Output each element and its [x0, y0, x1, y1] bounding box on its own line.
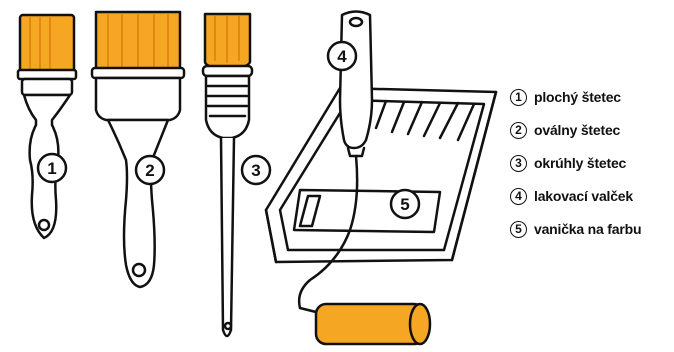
callout-5-number: 5	[400, 195, 409, 214]
callout-3-number: 3	[251, 161, 260, 180]
legend-item: 3 okrúhly štetec	[510, 152, 674, 174]
callout-2: 2	[136, 156, 164, 184]
legend-label: plochý štetec	[534, 89, 621, 105]
legend-number-badge: 2	[510, 122, 527, 139]
legend-item: 4 lakovací valček	[510, 185, 674, 207]
callout-5: 5	[391, 190, 419, 218]
flat-brush	[18, 15, 76, 238]
legend-number-badge: 1	[510, 89, 527, 106]
legend-label: oválny štetec	[534, 122, 620, 138]
legend-number-badge: 5	[510, 221, 527, 238]
callout-1: 1	[38, 154, 66, 182]
legend-item: 2 oválny štetec	[510, 119, 674, 141]
callout-4-number: 4	[337, 47, 347, 66]
legend-item: 1 plochý štetec	[510, 86, 674, 108]
legend-number-badge: 3	[510, 155, 527, 172]
callout-2-number: 2	[145, 161, 154, 180]
paint-tray	[266, 88, 496, 262]
legend-label: vanička na farbu	[534, 221, 641, 237]
callout-4: 4	[328, 42, 356, 70]
callout-1-number: 1	[47, 159, 56, 178]
legend-number-badge: 4	[510, 188, 527, 205]
legend-label: lakovací valček	[534, 188, 633, 204]
oval-brush	[92, 12, 184, 287]
legend-item: 5 vanička na farbu	[510, 218, 674, 240]
callout-3: 3	[242, 156, 270, 184]
legend-label: okrúhly štetec	[534, 155, 626, 171]
legend: 1 plochý štetec 2 oválny štetec 3 okrúhl…	[510, 86, 674, 251]
